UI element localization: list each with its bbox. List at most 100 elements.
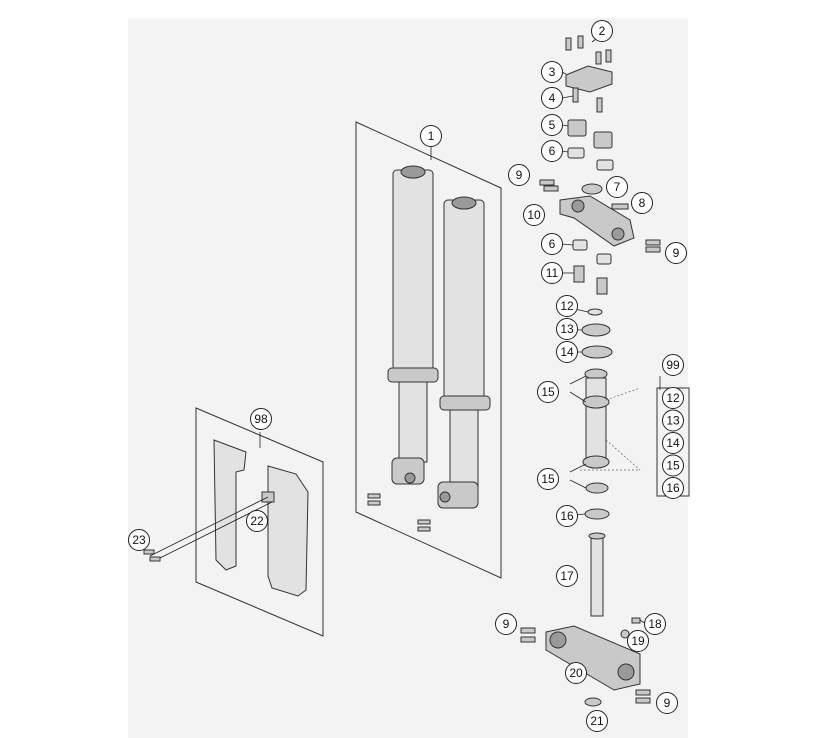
callout-label: 23: [132, 533, 146, 547]
callout-circle: [250, 408, 272, 430]
callout-circle: [556, 341, 578, 363]
callout-label: 7: [614, 180, 621, 194]
callout-circle: [591, 20, 613, 42]
callout-c14: 14: [556, 341, 578, 363]
callout-circle: [627, 630, 649, 652]
kit-item-circle: [662, 432, 684, 454]
callout-c13: 13: [556, 318, 578, 340]
callout-c2: 2: [591, 20, 613, 42]
callout-circle: [537, 381, 559, 403]
callout-label: 1: [428, 129, 435, 143]
callout-circle: [523, 204, 545, 226]
callout-circle: [246, 510, 268, 532]
callout-circle: [556, 565, 578, 587]
callout-circle: [537, 468, 559, 490]
fork-guard-left: [213, 439, 247, 571]
callout-circle: [665, 242, 687, 264]
callout-circle: [631, 192, 653, 214]
callout-circle: [565, 662, 587, 684]
callout-c8: 8: [631, 192, 653, 214]
callout-c9a: 9: [508, 164, 530, 186]
callout-circle: [541, 140, 563, 162]
callout-c12: 12: [556, 295, 578, 317]
fork-guard-frame: [195, 407, 324, 637]
callout-c6a: 6: [541, 140, 563, 162]
guard-screw-1: [143, 549, 155, 555]
callout-label: 13: [560, 322, 574, 336]
kit-item-12: 12: [662, 387, 684, 409]
callout-label: 6: [549, 144, 556, 158]
callout-c11: 11: [541, 262, 563, 284]
callout-c10: 10: [523, 204, 545, 226]
callout-c20: 20: [565, 662, 587, 684]
kit-99-header: 99: [662, 354, 684, 376]
callout-circle: [495, 613, 517, 635]
callout-c21: 21: [586, 710, 608, 732]
callout-circle: [606, 176, 628, 198]
callout-label: 98: [254, 412, 268, 426]
kit-item-13: 13: [662, 409, 684, 432]
kit-item-label: 15: [666, 459, 680, 473]
callout-label: 14: [560, 345, 574, 359]
callout-label: 20: [569, 666, 583, 680]
callout-c7: 7: [606, 176, 628, 198]
kit-99-items: 12 13 14 15 16: [662, 387, 684, 499]
callout-label: 18: [648, 617, 662, 631]
callout-circle: [556, 318, 578, 340]
callout-c4: 4: [541, 87, 563, 109]
callout-circle: [656, 692, 678, 714]
callout-label: 17: [560, 569, 574, 583]
callout-circle: [541, 87, 563, 109]
kit-item-label: 14: [666, 436, 680, 450]
callout-label: 12: [560, 299, 574, 313]
callout-c98: 98: [250, 408, 272, 430]
callout-label: 9: [673, 246, 680, 260]
callout-c22: 22: [246, 510, 268, 532]
callout-label: 9: [664, 696, 671, 710]
callout-c19: 19: [627, 630, 649, 652]
kit-item-circle: [662, 387, 684, 409]
kit-item-label: 12: [666, 391, 680, 405]
callout-circle: [556, 295, 578, 317]
callout-label: 19: [631, 634, 645, 648]
kit-item-circle: [662, 409, 684, 432]
callout-circle: [586, 710, 608, 732]
callout-circle: [541, 262, 563, 284]
callout-label: 22: [250, 514, 264, 528]
callout-c23: 23: [128, 529, 150, 551]
callout-label: 4: [549, 91, 556, 105]
fork-bolts: [367, 493, 431, 532]
callout-circle: [644, 613, 666, 635]
kit-item-label: 13: [666, 414, 680, 428]
callout-circle: [128, 529, 150, 551]
callout-c9c: 9: [495, 613, 517, 635]
kit-item-circle: [662, 454, 684, 477]
callout-label: 3: [549, 65, 556, 79]
callout-label: 8: [639, 196, 646, 210]
callout-label: 9: [516, 168, 523, 182]
callout-c15b: 15: [537, 468, 559, 490]
kit-item-16: 16: [662, 477, 684, 499]
callout-label: 11: [546, 266, 559, 280]
callout-label: 15: [541, 385, 555, 399]
kit-item-circle: [662, 477, 684, 499]
callout-c6b: 6: [541, 233, 563, 255]
callout-circle: [420, 125, 442, 147]
callout-circle: [508, 164, 530, 186]
callout-c9b: 9: [665, 242, 687, 264]
callout-label: 2: [599, 24, 606, 38]
guard-screw-2: [149, 556, 161, 562]
callout-label: 9: [503, 617, 510, 631]
callout-label: 10: [527, 208, 541, 222]
fork-guard-group: [143, 407, 324, 637]
kit-99-header-label: 99: [666, 358, 680, 372]
fork-leg-right: [437, 196, 491, 509]
callout-circle: [541, 233, 563, 255]
callout-label: 15: [541, 472, 555, 486]
callout-c16: 16: [556, 505, 578, 527]
callout-c1: 1: [420, 125, 442, 147]
callout-c9d: 9: [656, 692, 678, 714]
callout-circle: [541, 114, 563, 136]
